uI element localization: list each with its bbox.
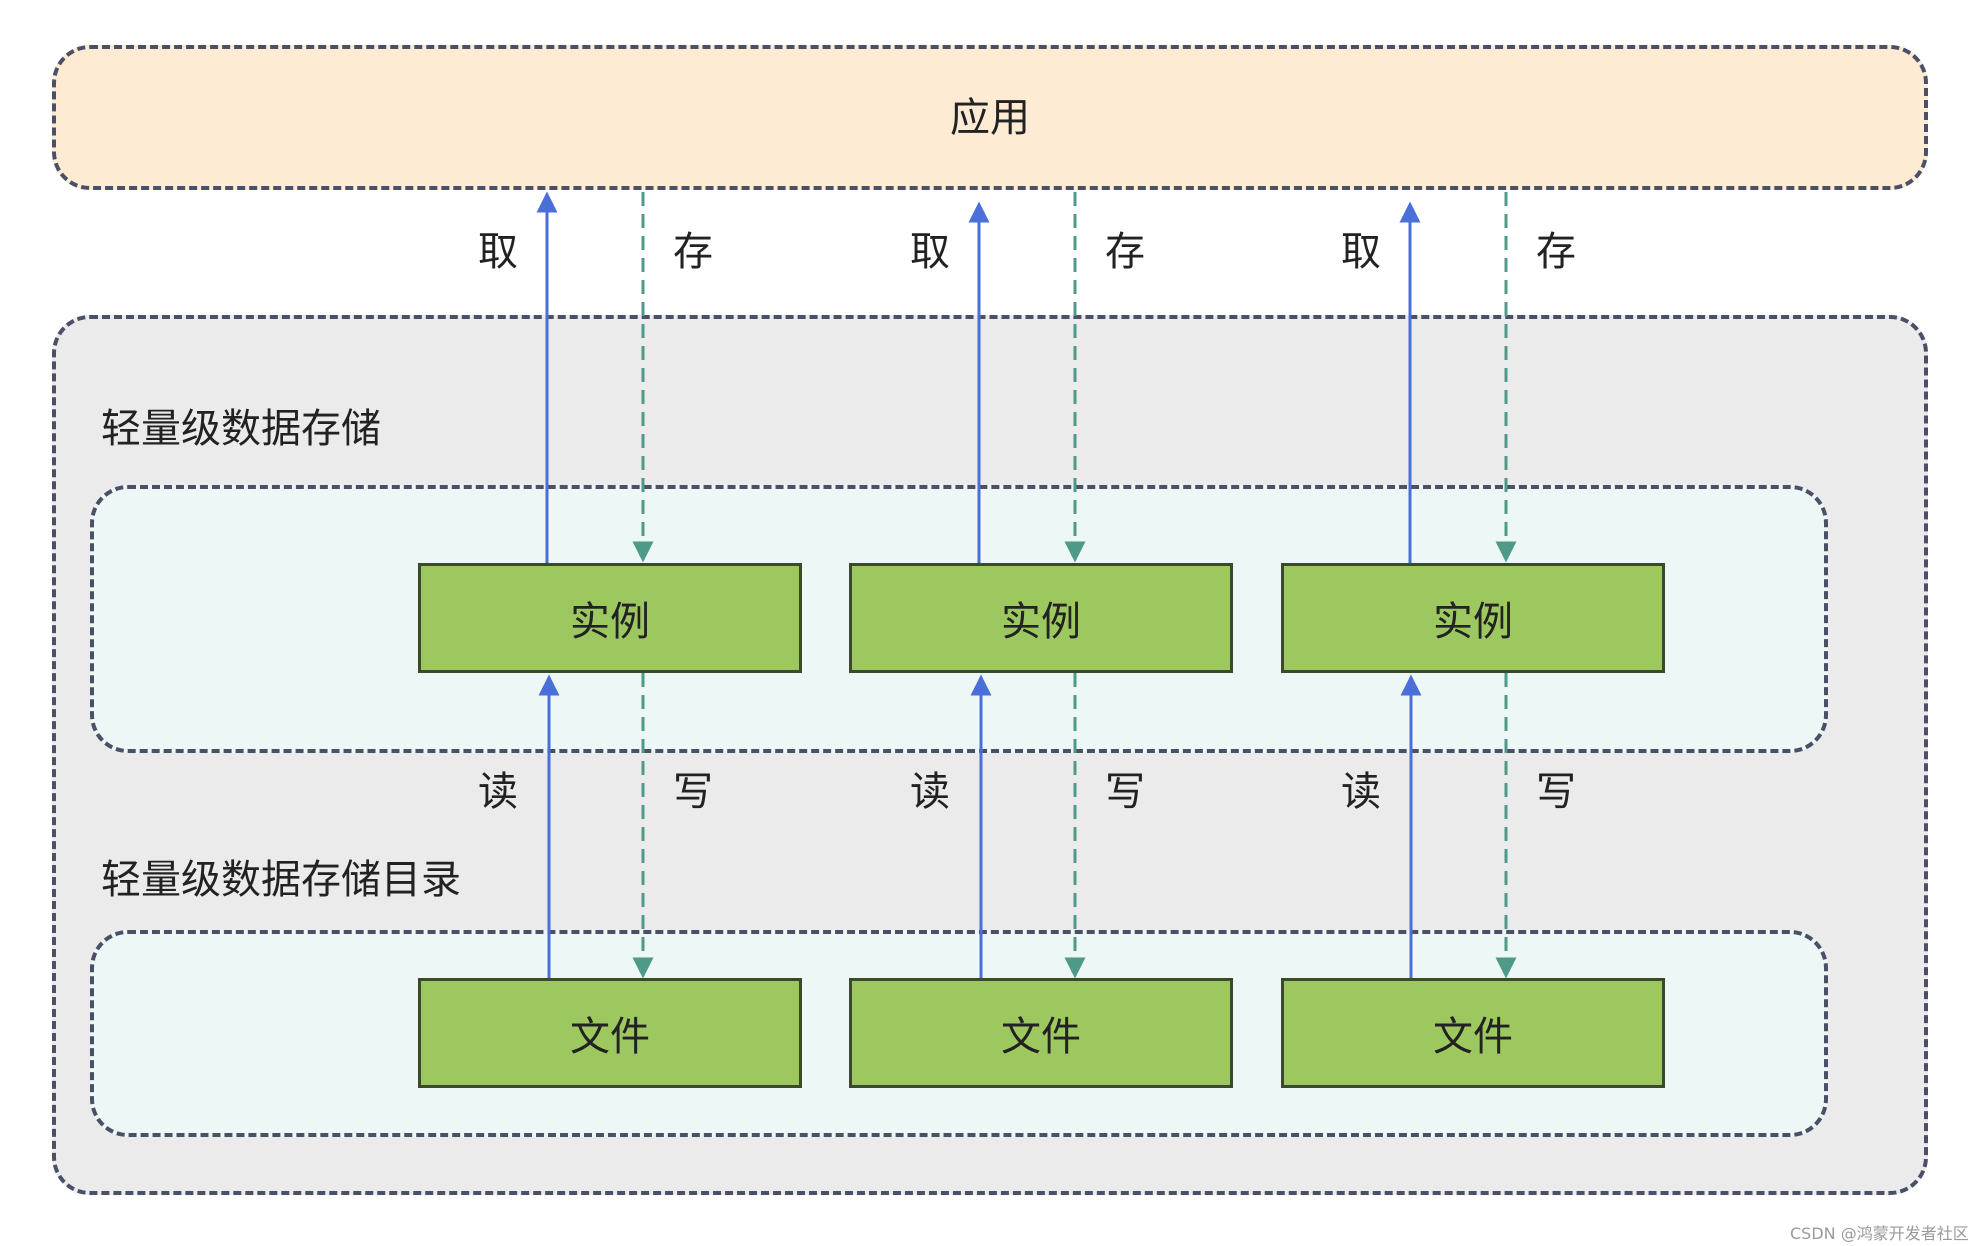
write-label-2: 写: [1105, 769, 1145, 815]
instance-label: 实例: [1433, 599, 1513, 645]
read-label-2: 读: [910, 769, 950, 815]
store-label-2: 存: [1105, 229, 1145, 275]
storage-label: 轻量级数据存储: [101, 406, 381, 452]
instance-label: 实例: [570, 599, 650, 645]
instance-node-3: 实例: [1281, 563, 1665, 673]
store-label-1: 存: [673, 229, 713, 275]
fetch-label-3: 取: [1341, 229, 1381, 275]
store-label-3: 存: [1536, 229, 1576, 275]
read-label-1: 读: [478, 769, 518, 815]
storage-directory-label: 轻量级数据存储目录: [101, 857, 461, 903]
file-node-3: 文件: [1281, 978, 1665, 1088]
file-label: 文件: [1001, 1014, 1081, 1060]
file-label: 文件: [570, 1014, 650, 1060]
fetch-label-2: 取: [910, 229, 950, 275]
write-label-3: 写: [1536, 769, 1576, 815]
fetch-label-1: 取: [478, 229, 518, 275]
file-node-2: 文件: [849, 978, 1233, 1088]
app-label: 应用: [950, 94, 1030, 141]
instance-node-2: 实例: [849, 563, 1233, 673]
instance-label: 实例: [1001, 599, 1081, 645]
file-label: 文件: [1433, 1014, 1513, 1060]
write-label-1: 写: [673, 769, 713, 815]
file-node-1: 文件: [418, 978, 802, 1088]
instance-node-1: 实例: [418, 563, 802, 673]
app-layer: 应用: [52, 45, 1928, 190]
watermark: CSDN @鸿蒙开发者社区: [1790, 1224, 1969, 1243]
read-label-3: 读: [1341, 769, 1381, 815]
